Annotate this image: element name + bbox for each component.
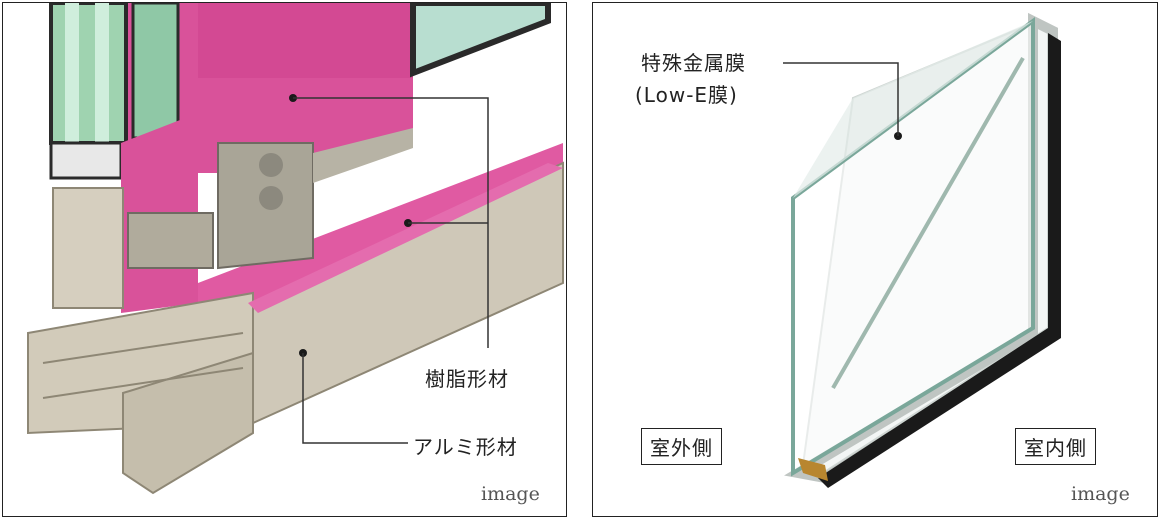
glass-top-bevel [793, 21, 1033, 198]
resin-cap [248, 163, 563, 313]
bracket-hole-1 [259, 153, 283, 177]
coating-label-line1: 特殊金属膜 [641, 51, 746, 75]
glass-layer-2 [95, 3, 109, 143]
aluminum-profile-left [52, 187, 124, 309]
spacer-bar [131, 3, 180, 140]
profile-edge-1 [42, 332, 244, 364]
glass-corner-detail [798, 458, 828, 481]
double-glazing-illustration [783, 12, 1061, 488]
window-frame-illustration [27, 3, 564, 495]
glass-layer-1 [65, 3, 79, 143]
glass-stack [49, 3, 128, 145]
aluminum-material-label: アルミ形材 [413, 435, 518, 459]
glass-panel: 特殊金属膜 (Low-E膜) 室外側 室内側 image [592, 2, 1158, 517]
window-frame-panel: 樹脂形材 アルミ形材 image [2, 2, 567, 517]
image-watermark: image [1071, 483, 1130, 505]
dark-edge-seal [818, 33, 1061, 488]
glass-reflection [831, 57, 1025, 389]
resin-column-shade [198, 3, 413, 78]
aluminum-leader-line [302, 353, 408, 444]
outdoor-side-label: 室外側 [641, 428, 722, 465]
coating-label-line2: (Low-E膜) [635, 83, 738, 107]
image-watermark: image [481, 483, 540, 505]
upper-glass-pane [410, 3, 551, 78]
indoor-side-label: 室内側 [1015, 428, 1096, 465]
bracket-arm [313, 128, 413, 183]
desiccant-spacer [49, 141, 123, 180]
profile-edge-2 [42, 367, 244, 399]
latch-block [127, 212, 214, 269]
resin-material-label: 樹脂形材 [425, 367, 509, 391]
bracket-hole-2 [259, 186, 283, 210]
coating-leader-line [783, 62, 899, 136]
resin-sill [198, 143, 563, 303]
resin-leader-line [293, 97, 489, 348]
aluminum-foot [122, 351, 254, 495]
